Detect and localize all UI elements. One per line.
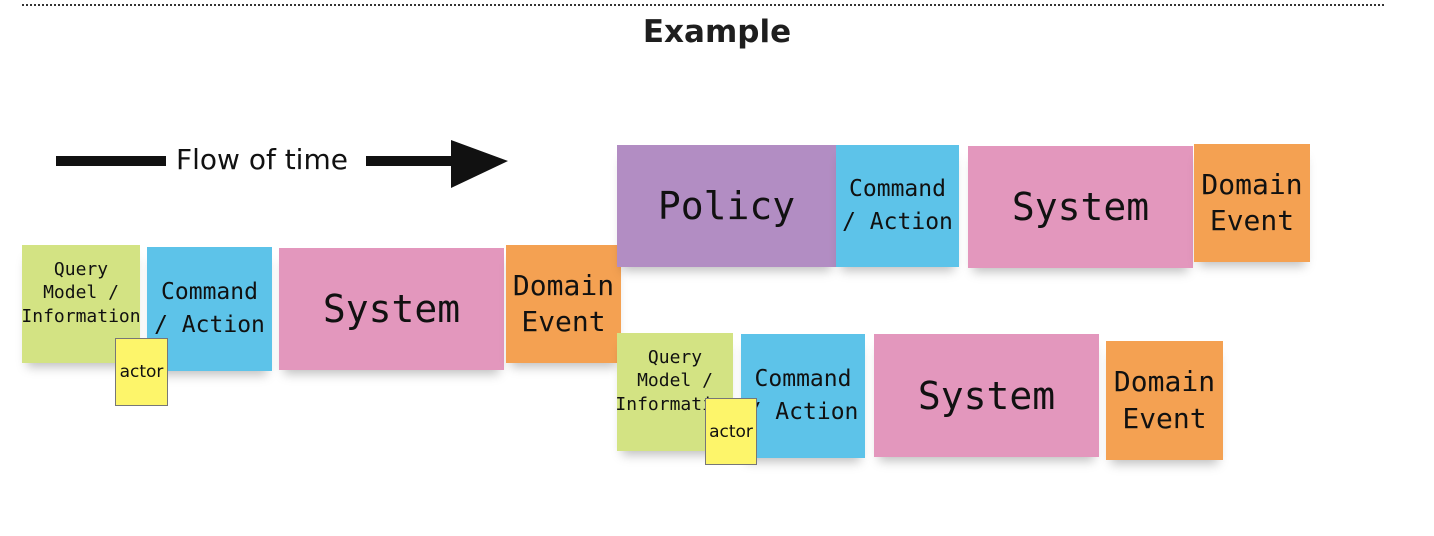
system-label: System — [1011, 185, 1150, 229]
domain-event-sticky: Domain Event — [1106, 341, 1223, 460]
command-action-label: Command / Action — [842, 175, 953, 235]
domain-event-sticky: Domain Event — [506, 245, 621, 363]
command-action-sticky: Command / Action — [147, 247, 272, 371]
command-action-label: Command / Action — [748, 365, 859, 425]
system-label: System — [322, 287, 461, 331]
system-label: System — [917, 373, 1056, 418]
dotted-divider — [22, 4, 1384, 6]
command-action-sticky: Command / Action — [836, 145, 959, 267]
domain-event-label: Domain Event — [512, 268, 615, 338]
domain-event-sticky: Domain Event — [1194, 144, 1310, 262]
policy-sticky: Policy — [617, 145, 836, 267]
page-title: Example — [642, 14, 792, 50]
system-sticky: System — [874, 334, 1099, 457]
query-model-label: Query Model / Information — [21, 258, 141, 327]
policy-label: Policy — [657, 184, 796, 228]
arrow-right-icon — [56, 140, 508, 188]
actor-sticky: actor — [115, 338, 168, 406]
query-model-label: Query Model / Information — [615, 346, 735, 415]
flow-of-time-label: Flow of time — [176, 143, 348, 176]
domain-event-label: Domain Event — [1113, 365, 1216, 435]
system-sticky: System — [968, 146, 1193, 268]
command-action-label: Command / Action — [154, 278, 265, 338]
domain-event-label: Domain Event — [1201, 167, 1303, 237]
actor-sticky: actor — [705, 398, 757, 465]
command-action-sticky: Command / Action — [741, 334, 865, 458]
flow-of-time-arrow: Flow of time — [56, 140, 516, 190]
system-sticky: System — [279, 248, 504, 370]
